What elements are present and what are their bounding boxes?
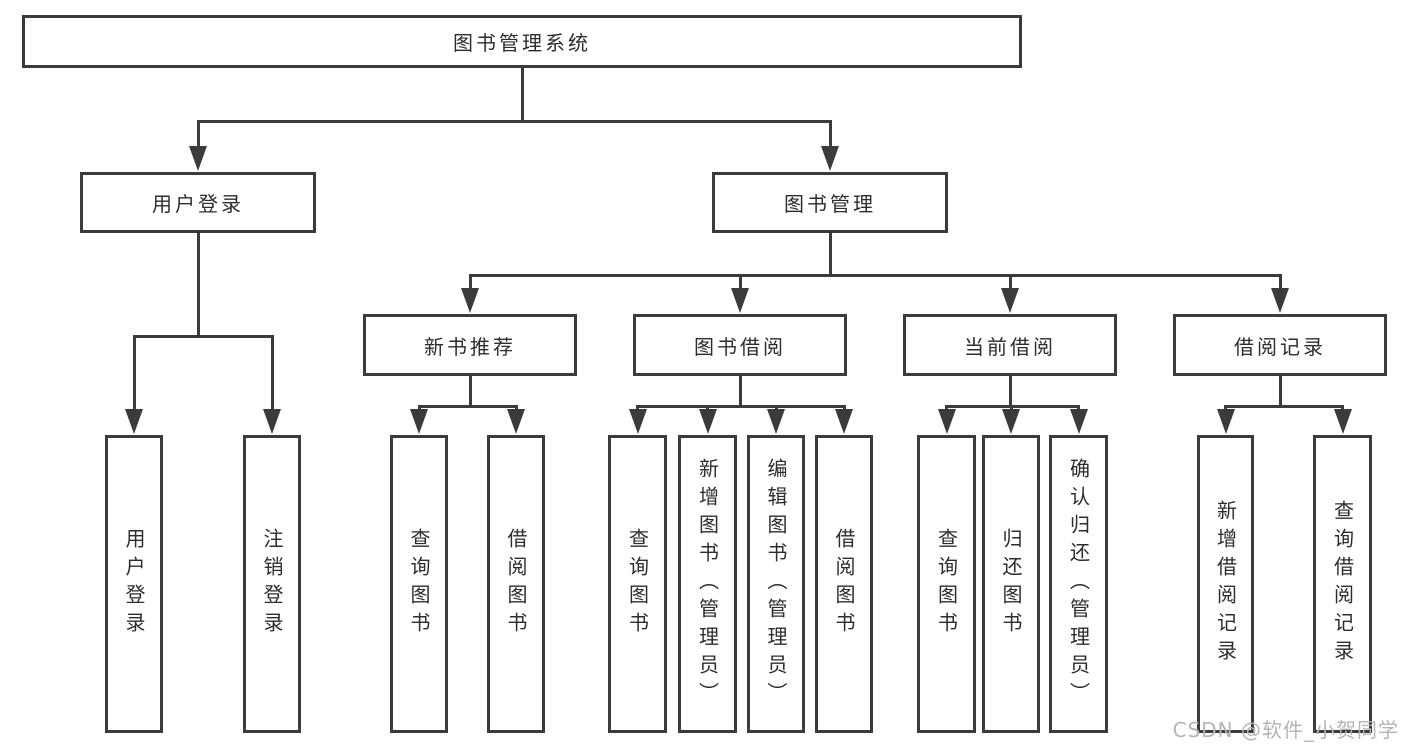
box-root-label: 图书管理系统 (453, 31, 591, 55)
box-book-mgmt: 图书管理 (712, 172, 948, 233)
connector-line (1008, 274, 1012, 295)
box-ul-login-label: 用户登录 (122, 528, 146, 640)
arrowhead-icon (189, 146, 207, 171)
box-ul-logout: 注销登录 (243, 435, 301, 733)
box-cb-confirm: 确认归还（管理员） (1049, 435, 1108, 733)
box-nb-borrow-label: 借阅图书 (504, 528, 528, 640)
box-current-borrow: 当前借阅 (903, 314, 1117, 376)
box-ul-login: 用户登录 (105, 435, 163, 733)
arrowhead-icon (937, 409, 956, 434)
connector-line (1224, 405, 1344, 408)
connector-line (270, 335, 274, 416)
box-cb-return: 归还图书 (982, 435, 1040, 733)
box-br-query: 查询借阅记录 (1313, 435, 1372, 733)
arrowhead-icon (698, 409, 717, 434)
arrowhead-icon (507, 409, 525, 434)
connector-line (1278, 375, 1282, 408)
arrowhead-icon (628, 409, 647, 434)
arrowhead-icon (835, 409, 853, 434)
connector-line (738, 274, 742, 295)
box-cb-return-label: 归还图书 (999, 528, 1023, 640)
connector-line (828, 120, 832, 153)
box-br-query-label: 查询借阅记录 (1330, 500, 1355, 668)
arrowhead-icon (263, 409, 281, 434)
box-cb-confirm-label: 确认归还（管理员） (1066, 458, 1091, 710)
arrowhead-icon (125, 409, 143, 434)
connector-line (636, 405, 846, 408)
connector-line (520, 67, 524, 123)
box-current-borrow-label: 当前借阅 (964, 334, 1056, 359)
box-user-login: 用户登录 (80, 172, 316, 233)
box-borrow-records-label: 借阅记录 (1234, 334, 1326, 359)
box-ul-logout-label: 注销登录 (260, 528, 284, 640)
box-user-login-label: 用户登录 (152, 192, 244, 216)
arrowhead-icon (731, 288, 749, 313)
box-borrow-records: 借阅记录 (1173, 314, 1387, 376)
box-bb-edit-label: 编辑图书（管理员） (764, 458, 788, 710)
box-bb-add-label: 新增图书（管理员） (695, 458, 720, 710)
box-bb-query-label: 查询图书 (625, 528, 650, 640)
connector-line (468, 375, 472, 408)
box-bb-edit: 编辑图书（管理员） (747, 435, 805, 733)
connector-line (1278, 274, 1282, 295)
arrowhead-icon (1002, 409, 1020, 434)
connector-line (132, 335, 136, 416)
connector-line (738, 375, 742, 408)
arrowhead-icon (1333, 409, 1352, 434)
connector-line (945, 405, 1080, 408)
box-bb-borrow: 借阅图书 (815, 435, 873, 733)
connector-line (828, 232, 832, 277)
box-cb-query-label: 查询图书 (934, 528, 959, 640)
arrowhead-icon (1001, 288, 1019, 313)
box-bb-borrow-label: 借阅图书 (832, 528, 856, 640)
box-new-book-rec: 新书推荐 (363, 314, 577, 376)
box-root: 图书管理系统 (22, 15, 1022, 68)
connector-line (1008, 375, 1012, 408)
box-book-borrow: 图书借阅 (633, 314, 847, 376)
arrowhead-icon (461, 288, 479, 313)
box-br-add-label: 新增借阅记录 (1213, 500, 1238, 668)
connector-line (132, 335, 274, 338)
connector-line (196, 120, 832, 123)
box-book-borrow-label: 图书借阅 (694, 334, 786, 359)
box-bb-query: 查询图书 (608, 435, 667, 733)
arrowhead-icon (767, 409, 785, 434)
box-br-add: 新增借阅记录 (1197, 435, 1254, 733)
connector-line (196, 232, 200, 338)
box-nb-query-label: 查询图书 (407, 528, 431, 640)
arrowhead-icon (1216, 409, 1235, 434)
arrowhead-icon (1271, 288, 1289, 313)
box-nb-borrow: 借阅图书 (487, 435, 545, 733)
connector-line (196, 120, 200, 153)
box-new-book-rec-label: 新书推荐 (424, 334, 516, 359)
connector-line (468, 274, 472, 295)
csdn-watermark: CSDN @软件_小贺同学 (1172, 718, 1399, 742)
box-nb-query: 查询图书 (390, 435, 448, 733)
box-bb-add: 新增图书（管理员） (678, 435, 737, 733)
connector-line (468, 274, 1282, 277)
arrowhead-icon (1069, 409, 1088, 434)
box-book-mgmt-label: 图书管理 (784, 192, 876, 216)
arrowhead-icon (821, 146, 839, 171)
arrowhead-icon (410, 409, 428, 434)
box-cb-query: 查询图书 (917, 435, 976, 733)
connector-line (417, 405, 518, 408)
